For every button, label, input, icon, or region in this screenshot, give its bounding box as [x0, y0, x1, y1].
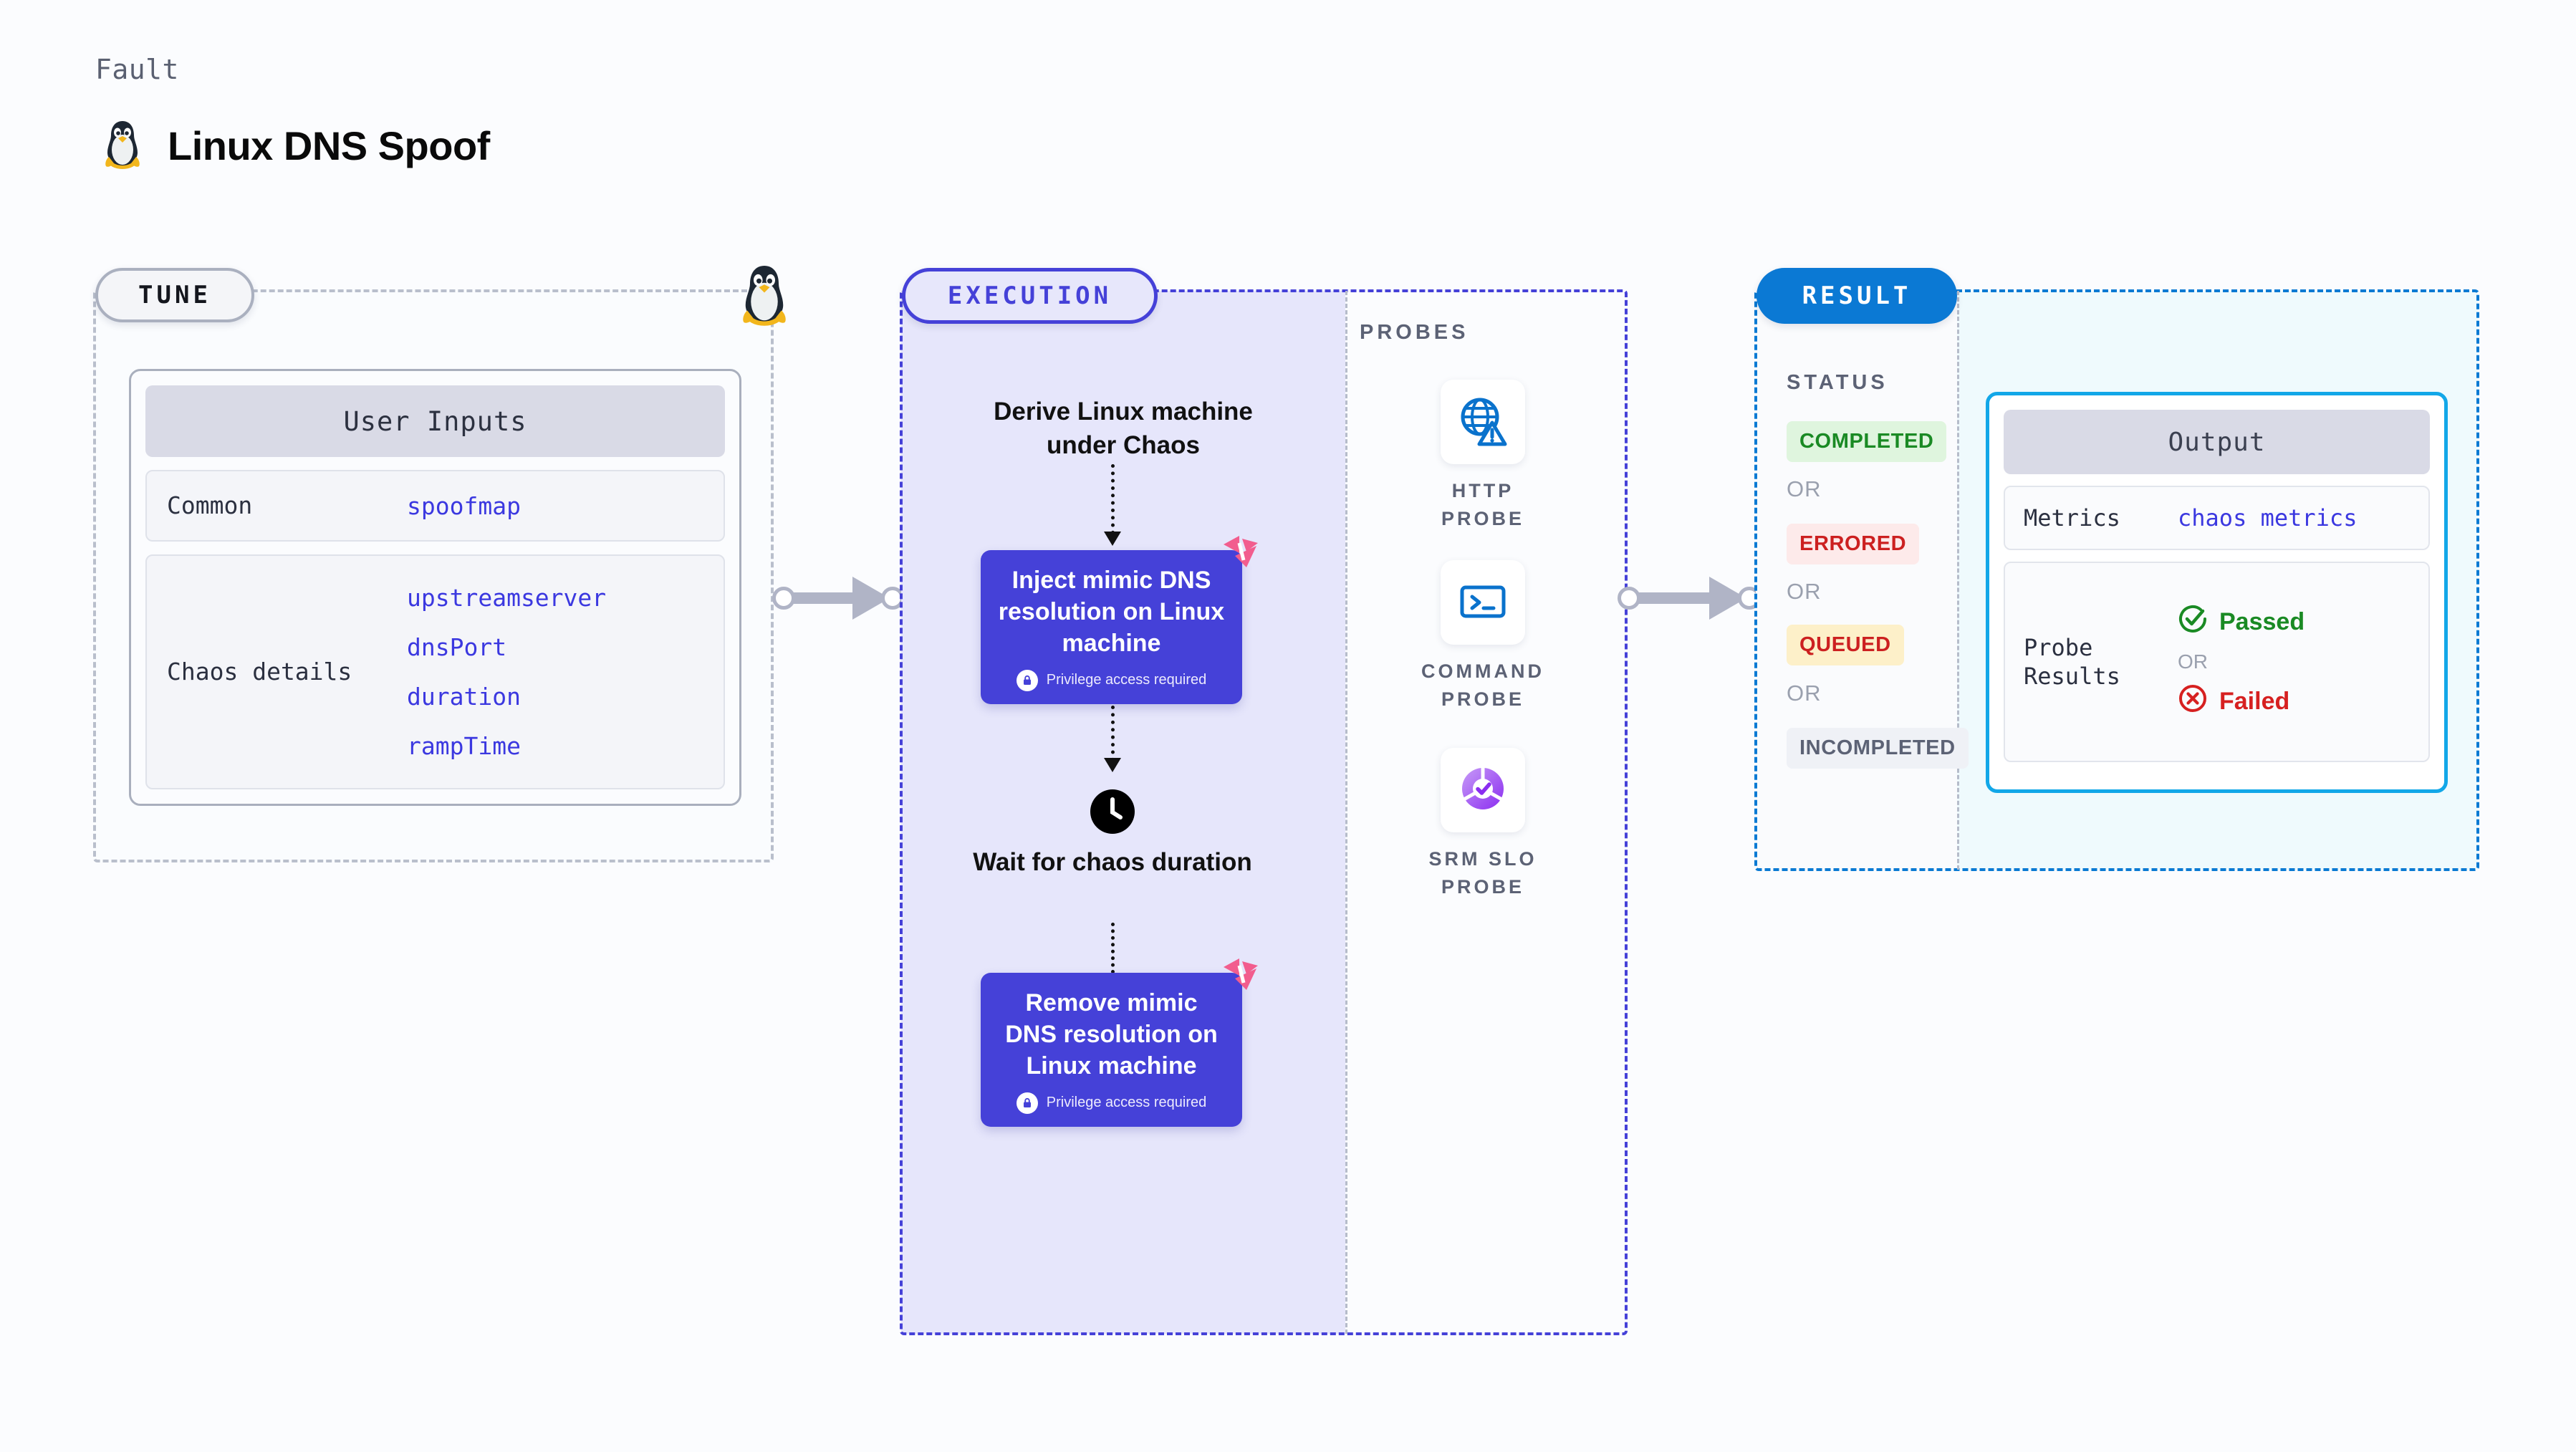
tune-value[interactable]: upstreamserver [407, 584, 607, 612]
output-row-key: Metrics [2024, 504, 2120, 532]
probe-tile [1441, 380, 1525, 464]
cross-circle-icon [2178, 683, 2208, 720]
terminal-icon [1456, 574, 1509, 631]
flow-arrowhead-icon [1104, 758, 1121, 772]
execution-step-wait: Wait for chaos duration [973, 848, 1252, 876]
connector-execution-to-result [1618, 577, 1772, 620]
result-status-fill [1756, 291, 1957, 870]
probe-result-values: Passed OR Failed [2178, 604, 2305, 720]
lock-icon [1016, 1092, 1038, 1114]
tune-row-key: Common [167, 491, 253, 519]
action-node-title: Remove mimic DNS resolution on Linux mac… [1005, 989, 1218, 1080]
tune-row-values: upstreamserver dnsPort duration rampTime [407, 584, 606, 760]
tux-penguin-icon [732, 262, 797, 327]
status-badge-queued: QUEUED [1787, 625, 1904, 665]
probe-tile [1441, 748, 1525, 832]
tune-pill[interactable]: TUNE [95, 268, 254, 322]
execution-action-remove[interactable]: Remove mimic DNS resolution on Linux mac… [981, 958, 1258, 1127]
result-panel-boundary [1754, 289, 2479, 871]
privilege-text: Privilege access required [1046, 672, 1207, 688]
probe-srm-slo[interactable]: SRM SLO PROBE [1411, 748, 1554, 901]
fault-kicker: Fault [95, 54, 179, 85]
litmus-logo-icon [1218, 532, 1262, 576]
status-badge-errored: ERRORED [1787, 524, 1920, 564]
probes-divider [1345, 291, 1347, 1334]
tune-value[interactable]: dnsPort [407, 633, 507, 661]
tune-row-key: Chaos details [167, 657, 352, 686]
tux-penguin-icon [100, 118, 145, 173]
privilege-note: Privilege access required [998, 669, 1225, 691]
probe-label: COMMAND PROBE [1421, 660, 1544, 711]
tune-row-chaos-details: Chaos details upstreamserver dnsPort dur… [145, 554, 725, 789]
status-badge-completed: COMPLETED [1787, 421, 1947, 462]
execution-panel-boundary [900, 289, 1628, 1335]
execution-pill[interactable]: EXECUTION [902, 268, 1158, 324]
tune-row-values: spoofmap [407, 492, 521, 520]
probe-result-failed: Failed [2178, 683, 2305, 720]
slo-donut-check-icon [1456, 762, 1509, 819]
user-inputs-title: User Inputs [145, 385, 725, 457]
lock-icon [1016, 669, 1038, 691]
output-row-probe-results: Probe Results Passed OR [2004, 562, 2430, 762]
probe-result-or: OR [2178, 650, 2208, 673]
output-row-key: Probe Results [2024, 634, 2120, 690]
status-section-label: STATUS [1787, 371, 1888, 394]
probe-command[interactable]: COMMAND PROBE [1411, 560, 1554, 713]
fault-title-row: Linux DNS Spoof [100, 118, 490, 173]
passed-label: Passed [2219, 608, 2305, 635]
status-badge-incompleted: INCOMPLETED [1787, 728, 1969, 769]
flow-arrow [1111, 706, 1115, 761]
execution-action-inject[interactable]: Inject mimic DNS resolution on Linux mac… [981, 536, 1258, 704]
result-divider [1957, 291, 1959, 870]
output-row-metrics: Metrics chaos metrics [2004, 486, 2430, 550]
probe-result-passed: Passed [2178, 604, 2305, 640]
tune-row-common: Common spoofmap [145, 470, 725, 542]
globe-warning-icon [1456, 394, 1509, 451]
page-title: Linux DNS Spoof [168, 123, 490, 168]
tune-value[interactable]: rampTime [407, 732, 521, 760]
probe-tile [1441, 560, 1525, 645]
privilege-note: Privilege access required [998, 1092, 1225, 1114]
tune-value[interactable]: spoofmap [407, 491, 521, 520]
output-row-value[interactable]: chaos metrics [2178, 504, 2358, 532]
probes-section-label: PROBES [1360, 321, 1469, 344]
probe-label: HTTP PROBE [1441, 480, 1525, 530]
failed-label: Failed [2219, 688, 2290, 715]
tune-value[interactable]: duration [407, 683, 521, 711]
output-card: Output Metrics chaos metrics Probe Resul… [1986, 392, 2448, 793]
status-or-3: OR [1787, 681, 1822, 706]
probe-label: SRM SLO PROBE [1428, 848, 1537, 898]
result-pill[interactable]: RESULT [1756, 268, 1957, 324]
output-title: Output [2004, 410, 2430, 474]
privilege-text: Privilege access required [1046, 1095, 1207, 1111]
execution-step-derive: Derive Linux machine under Chaos [994, 398, 1253, 460]
flow-arrowhead-icon [1104, 532, 1121, 546]
status-or-2: OR [1787, 579, 1822, 604]
clock-icon [1090, 789, 1135, 834]
flow-arrow [1111, 923, 1115, 987]
probe-http[interactable]: HTTP PROBE [1411, 380, 1554, 533]
user-inputs-card: User Inputs Common spoofmap Chaos detail… [129, 369, 741, 806]
action-node-title: Inject mimic DNS resolution on Linux mac… [998, 567, 1225, 658]
check-circle-icon [2178, 604, 2208, 640]
status-or-1: OR [1787, 476, 1822, 501]
flow-arrow [1111, 464, 1115, 534]
connector-tune-to-execution [772, 577, 915, 620]
litmus-logo-icon [1218, 954, 1262, 999]
